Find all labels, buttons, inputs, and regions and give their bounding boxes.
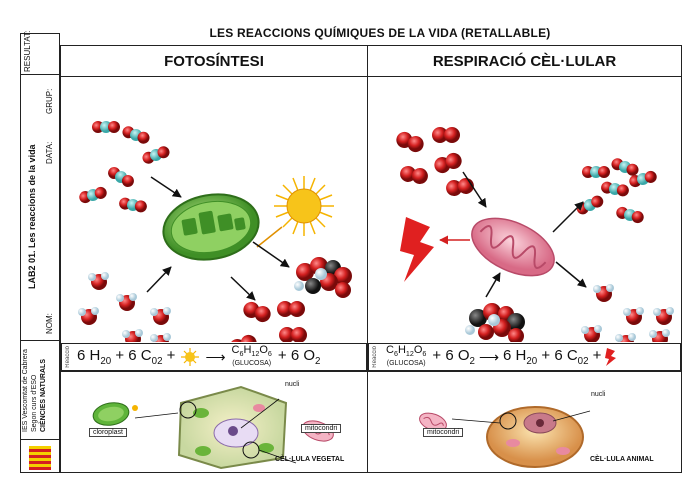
sun-icon [274, 176, 334, 236]
energy-bolt-icon [400, 217, 434, 282]
glucose-formula: C6H12O6 [231, 343, 272, 359]
fotosintesi-header: FOTOSÍNTESI [61, 46, 367, 77]
subject-name: CIÈNCIES NATURALS [40, 359, 47, 432]
arrow-icon: ⟶ [205, 348, 226, 365]
chloroplast-icon [162, 193, 260, 261]
grup-label: GRUP: [45, 88, 54, 114]
eq-products: + 6 O2 [277, 347, 321, 367]
data-label: DATA: [45, 141, 54, 164]
co2-molecules [576, 158, 657, 224]
animal-cell-diagram [419, 406, 591, 468]
glucose-molecule [465, 303, 525, 342]
nucli-label: nucli [285, 381, 300, 388]
student-info-sidebar: RESULTAT: LAB2 01. Les reaccions de la v… [20, 30, 60, 473]
plant-cell-diagram [92, 385, 334, 470]
photosynthesis-equation: Reacció 6 H20 + 6 C02 + ⟶ C6H12O6(GLUCOS… [61, 343, 367, 371]
h2o-molecules [78, 272, 171, 342]
plant-cell-caption: CÈL·LULA VEGETAL [275, 456, 345, 463]
nom-label: NOM: [45, 313, 54, 334]
mitocondri-label: mitocondri [301, 424, 342, 433]
school-name: IES Vescomtat de Cabrera [22, 349, 29, 432]
energy-bolt-icon [605, 348, 617, 366]
mitocondri-label: mitocondri [423, 428, 464, 437]
eq-products: 6 H20 + 6 C02 + [503, 347, 602, 367]
nucli-label: nucli [591, 391, 606, 398]
o2-molecules [396, 127, 474, 197]
animal-cell-icon [486, 406, 584, 468]
glucose-label: (GLUCOSA) [386, 360, 426, 368]
worksheet-panel: FOTOSÍNTESI RESPIRACIÓ CÈL·LULAR [60, 45, 682, 473]
respiration-diagram [396, 127, 674, 342]
h2o-molecules [581, 284, 674, 342]
respiration-equation: Reacció C6H12O6(GLUCOSA) + 6 O2 ⟶ 6 H20 … [368, 343, 681, 371]
reaction-label: Reacció [372, 346, 378, 368]
glucose-label: (GLUCOSA) [232, 360, 272, 368]
course-name: Segon curs d'ESO [31, 374, 38, 432]
chloroplast-icon [92, 402, 130, 426]
respiracio-header: RESPIRACIÓ CÈL·LULAR [368, 46, 681, 77]
animal-cell-caption: CÈL·LULA ANIMAL [590, 456, 654, 463]
eq-reactants: 6 H20 + 6 C02 + [77, 347, 176, 367]
co2-molecules [79, 121, 170, 213]
glucose-formula: C6H12O6 [386, 343, 427, 359]
photosynthesis-diagram [78, 121, 352, 342]
plant-cell-icon [177, 385, 288, 470]
arrow-icon: ⟶ [478, 348, 500, 365]
resultat-label: RESULTAT: [23, 30, 32, 72]
glucose-molecule [294, 257, 352, 298]
eq-reactants: + 6 O2 [432, 347, 475, 367]
reaction-label: Reacció [65, 346, 71, 368]
sun-icon [181, 348, 200, 366]
mitochondrion-icon [471, 217, 555, 277]
o2-molecules [229, 301, 307, 342]
lab-title: LAB2 01. Les reaccions de la vida [27, 144, 37, 289]
catalan-flag-icon [29, 446, 51, 470]
cloroplast-label: cloroplast [89, 428, 127, 437]
page-title: LES REACCIONS QUÍMIQUES DE LA VIDA (RETA… [209, 26, 551, 40]
